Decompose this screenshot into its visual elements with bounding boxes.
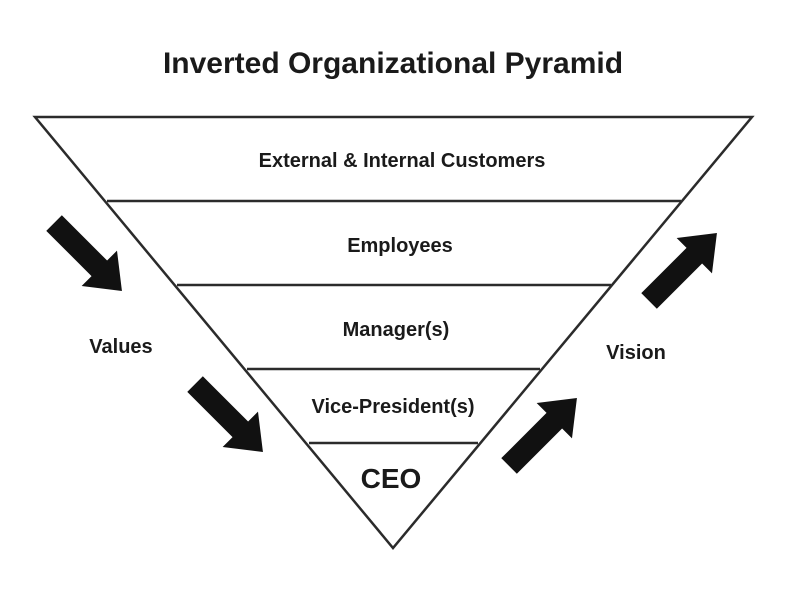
- level-label-customers: External & Internal Customers: [259, 150, 546, 172]
- level-label-employees: Employees: [347, 235, 453, 257]
- diagram-title: Inverted Organizational Pyramid: [163, 47, 623, 80]
- level-label-vice-presidents: Vice-President(s): [311, 396, 474, 418]
- level-label-managers: Manager(s): [343, 319, 450, 341]
- level-label-ceo: CEO: [361, 463, 422, 494]
- vision-label: Vision: [606, 342, 666, 364]
- values-label: Values: [89, 336, 152, 358]
- pyramid-outline: [32, 115, 755, 550]
